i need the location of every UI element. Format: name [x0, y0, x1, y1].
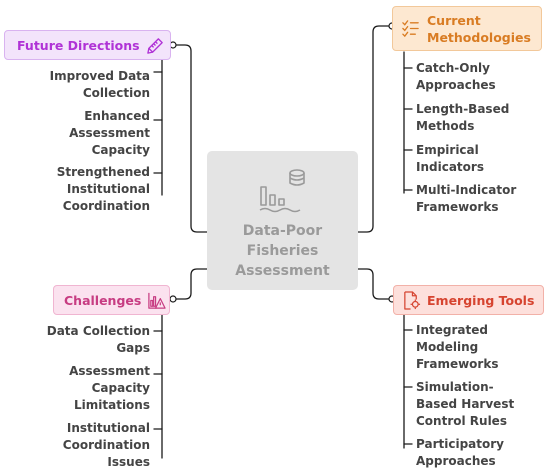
list-item-assessment-capacity-limitations: Assessment Capacity Limitations: [69, 364, 150, 412]
category-label: Challenges: [64, 292, 142, 308]
connector-emerging-tools: [357, 268, 390, 300]
center-title: Data-Poor Fisheries Assessment: [235, 223, 330, 279]
list-item-data-collection-gaps: Data Collection Gaps: [46, 324, 150, 355]
category-label: Future Directions: [17, 37, 140, 53]
list-item-catch-only-approaches: Catch-Only Approaches: [416, 61, 496, 92]
category-label: Current Methodologies: [427, 12, 531, 45]
document-settings-icon: [404, 290, 421, 310]
connector-future-directions: [175, 44, 208, 233]
connector-current-methodologies: [357, 25, 390, 233]
chart-database-icon: [259, 169, 305, 213]
chart-warning-icon: [148, 292, 166, 309]
category-label: Emerging Tools: [427, 292, 535, 308]
category-future-directions: Future Directions: [4, 30, 171, 60]
list-item-multi-indicator-frameworks: Multi-Indicator Frameworks: [416, 183, 517, 214]
checklist-icon: [402, 20, 419, 38]
list-item-enhanced-assessment-capacity: Enhanced Assessment Capacity: [69, 109, 150, 157]
category-current-methodologies: Current Methodologies: [392, 6, 542, 51]
list-item-strengthened-institutional-coordination: Strengthened Institutional Coordination: [56, 165, 150, 213]
list-item-institutional-coordination-issues: Institutional Coordination Issues: [62, 421, 150, 469]
category-emerging-tools: Emerging Tools: [393, 285, 544, 315]
list-item-improved-data-collection: Improved Data Collection: [49, 69, 150, 100]
list-item-length-based-methods: Length-Based Methods: [416, 102, 510, 133]
list-item-simulation-based-harvest-control-rules: Simulation- Based Harvest Control Rules: [416, 380, 515, 428]
ruler-pencil-icon: [146, 37, 163, 54]
center-node: Data-Poor Fisheries Assessment: [207, 151, 358, 290]
category-challenges: Challenges: [53, 285, 170, 315]
list-item-empirical-indicators: Empirical Indicators: [416, 143, 484, 174]
list-item-integrated-modeling-frameworks: Integrated Modeling Frameworks: [416, 323, 499, 371]
connector-challenges: [175, 268, 208, 300]
list-item-participatory-approaches: Participatory Approaches: [416, 437, 504, 468]
